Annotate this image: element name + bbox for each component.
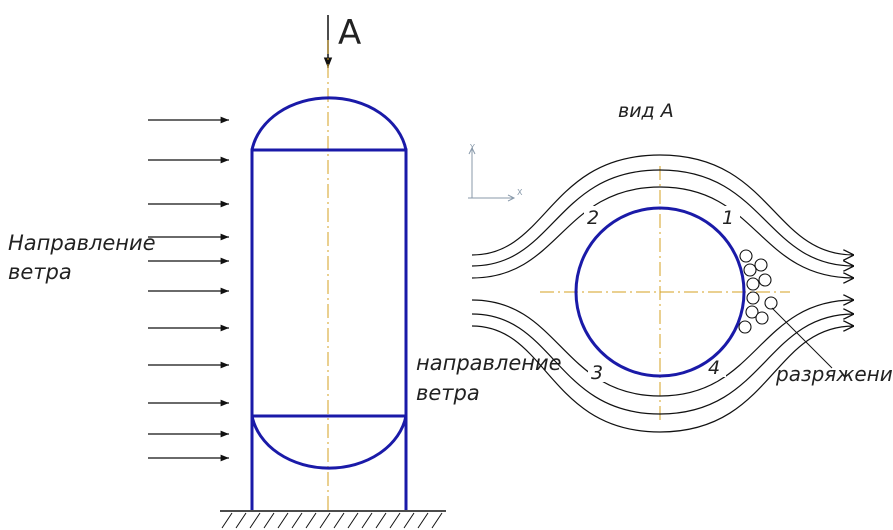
rarefaction-leader — [771, 307, 833, 369]
zone-number-3: 3 — [591, 362, 603, 384]
wind-label-right-line2: ветра — [416, 381, 480, 405]
vortex-circles — [738, 249, 778, 334]
wind-label-left-line2: ветра — [8, 260, 72, 284]
view-caption: вид А — [618, 100, 674, 122]
ground-hatching — [221, 512, 443, 529]
ucs-x-label: X — [517, 188, 523, 197]
zone-number-4: 4 — [708, 357, 720, 379]
wind-label-right-line1: направление — [416, 351, 562, 375]
view-a-top-view: вид А Y X 1 2 — [468, 100, 893, 433]
ucs-y-label: Y — [469, 143, 475, 152]
zone-number-2: 2 — [587, 207, 599, 229]
wind-arrows-left — [148, 116, 229, 462]
flow-streamlines — [471, 154, 854, 433]
view-label: А — [338, 13, 361, 53]
wind-label-left-line1: Направление — [8, 231, 156, 255]
vessel-top-dome — [250, 96, 408, 151]
vessel-bottom-dome — [250, 415, 408, 470]
rarefaction-label: разряжение — [775, 362, 893, 386]
vessel-side-view: А — [8, 13, 562, 529]
vessel-cylinder — [250, 148, 408, 418]
ucs-axes-icon — [468, 146, 516, 202]
zone-number-1: 1 — [722, 207, 734, 229]
vessel-section-circle — [574, 206, 746, 378]
